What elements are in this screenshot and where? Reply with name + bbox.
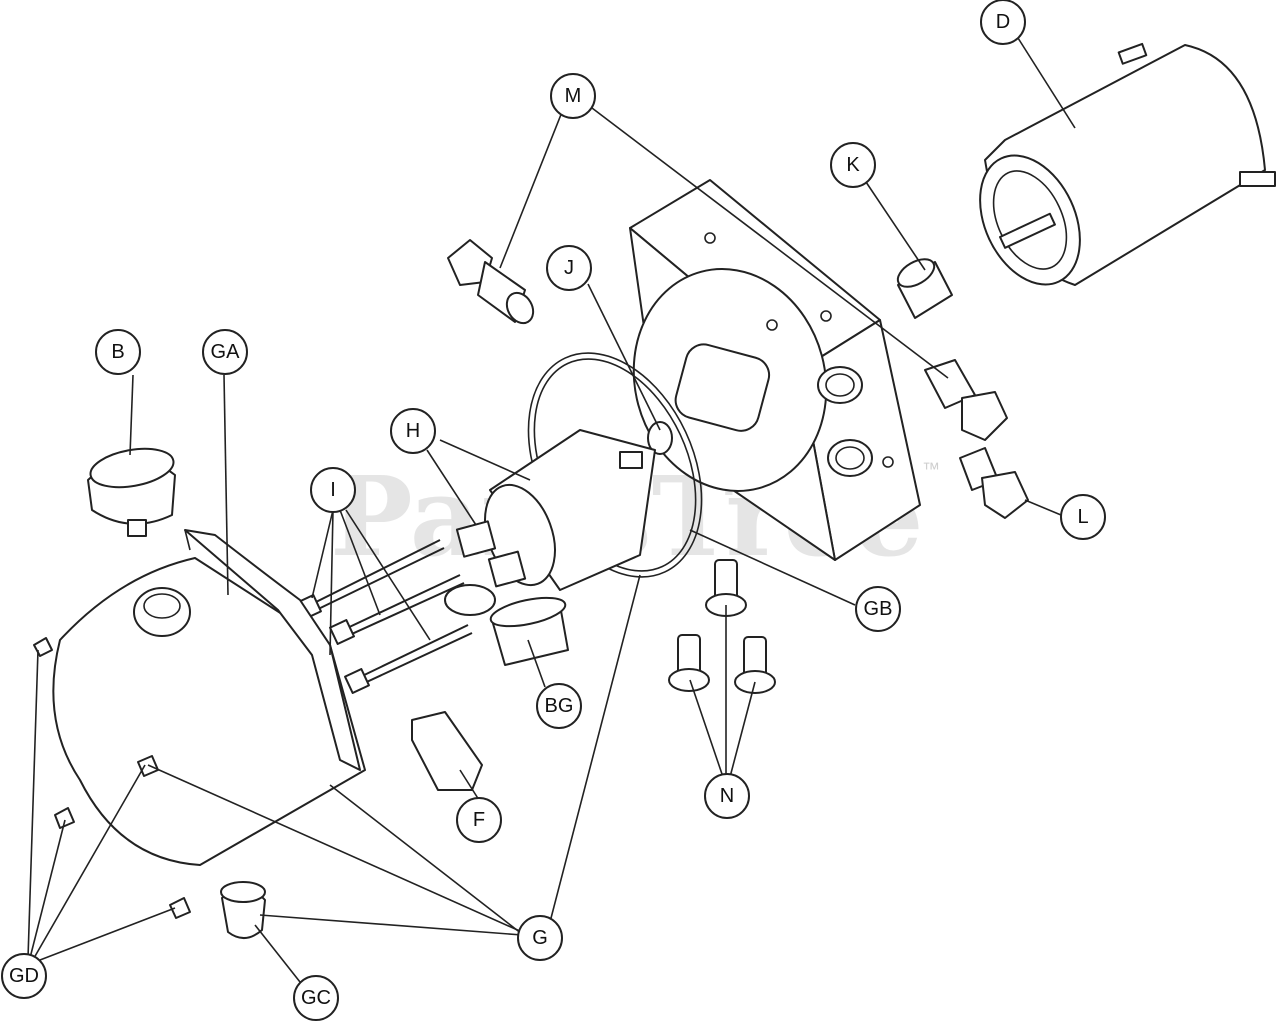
watermark-trademark: ™: [922, 459, 940, 479]
callout-ga: GA: [202, 329, 248, 375]
callout-k-label: K: [846, 154, 860, 176]
callout-m: M: [550, 73, 596, 119]
callout-j-label: J: [564, 257, 574, 279]
callout-m-label: M: [565, 85, 582, 107]
callout-d: D: [980, 0, 1026, 45]
part-sleeve-k: [896, 258, 953, 319]
part-cup-gc: [220, 881, 266, 939]
callout-bg: BG: [536, 683, 582, 729]
leader-lines: [27, 37, 1076, 983]
callout-gc: GC: [293, 975, 339, 1021]
part-valve-m-upper: [447, 239, 535, 325]
callout-gb: GB: [855, 586, 901, 632]
callout-f: F: [456, 797, 502, 843]
callout-d-label: D: [996, 11, 1010, 33]
part-filter-bg: [489, 596, 569, 666]
part-clips-gd: [33, 637, 191, 919]
callout-bg-label: BG: [545, 695, 574, 717]
callout-l: L: [1060, 494, 1106, 540]
callout-gb-label: GB: [864, 598, 893, 620]
callout-j: J: [546, 245, 592, 291]
callout-f-label: F: [473, 809, 485, 831]
callout-b-label: B: [111, 341, 124, 363]
callout-l-label: L: [1077, 506, 1088, 528]
part-fitting-j: [647, 421, 673, 455]
callout-b: B: [95, 329, 141, 375]
part-bolts-n: [668, 559, 776, 694]
callout-g-label: G: [532, 927, 548, 949]
callout-n-label: N: [720, 785, 734, 807]
parts-line-art: [33, 42, 1276, 939]
callout-i: I: [310, 467, 356, 513]
callout-i-label: I: [330, 479, 336, 501]
callout-ga-label: GA: [211, 341, 241, 363]
callout-n: N: [704, 773, 750, 819]
callout-gc-label: GC: [301, 987, 331, 1009]
part-fittings-h: [444, 520, 527, 616]
callout-h-label: H: [406, 420, 420, 442]
part-valve-m-lower: [924, 359, 1008, 441]
part-block-f: [411, 711, 483, 791]
callout-gd: GD: [1, 953, 47, 999]
part-plug-l: [959, 447, 1029, 519]
part-manifold-block: [629, 179, 921, 561]
callout-g: G: [517, 915, 563, 961]
part-motor-d: [979, 42, 1276, 286]
callout-h: H: [390, 408, 436, 454]
callout-gd-label: GD: [9, 965, 39, 987]
part-reservoir-ga: [52, 529, 366, 866]
callout-k: K: [830, 142, 876, 188]
part-cap-b: [87, 447, 176, 537]
callouts: D M K J B GA H I L GB BG F N G GD GC: [1, 0, 1106, 1021]
